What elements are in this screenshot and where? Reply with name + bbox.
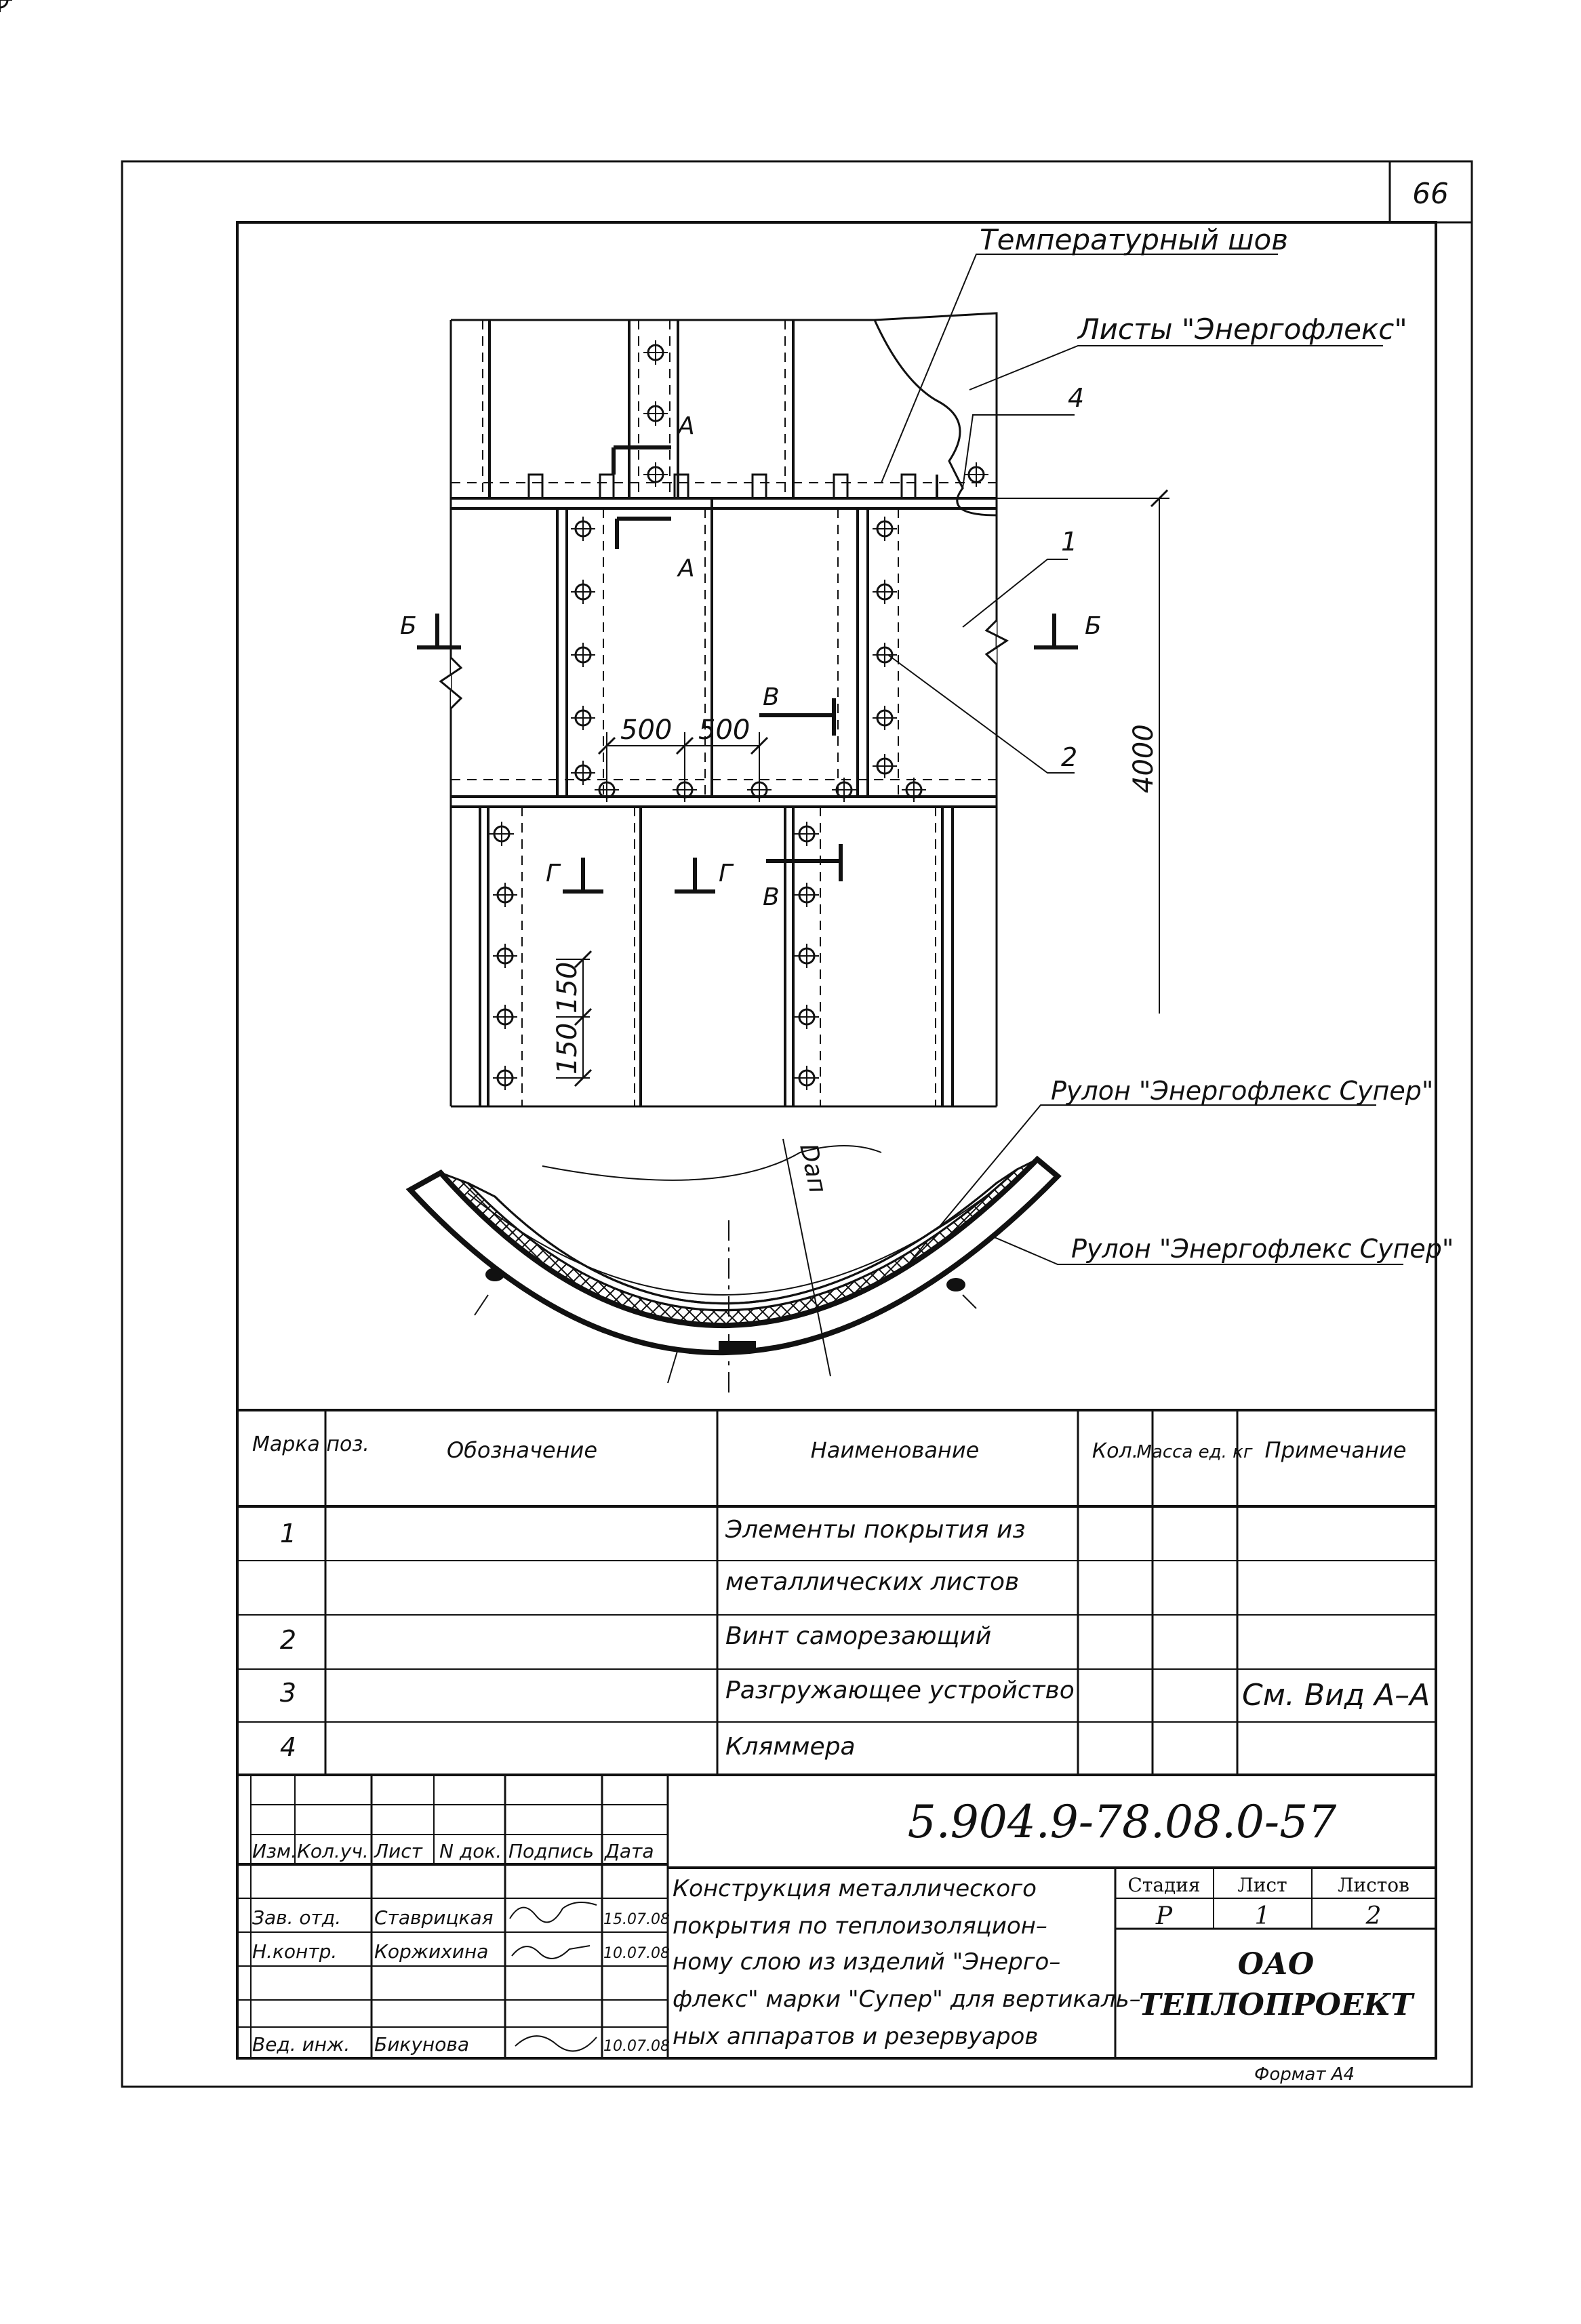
dim-150-upper: 150 (552, 962, 583, 1014)
outer-frame (121, 160, 1473, 2088)
name-bikunova: Бикунова (374, 2033, 469, 2056)
dim-4000: 4000 (1128, 724, 1159, 793)
row-4-name: Кляммера (725, 1733, 856, 1761)
dimensions (556, 489, 1169, 1087)
page-number: 66 (1412, 177, 1448, 210)
header-qty: Кол. (1092, 1439, 1138, 1463)
org-line-1: ОАО (1238, 1947, 1315, 1982)
date-1: 15.07.08 (603, 1911, 670, 1928)
header-mark: Марка поз. (252, 1433, 369, 1456)
col-ndok: N док. (439, 1840, 502, 1862)
title-line-2: покрытия по теплоизоляцион– (673, 1912, 1047, 1940)
dim-500-left: 500 (620, 715, 672, 746)
section-b-right: Б (1085, 612, 1102, 640)
dim-500-right: 500 (698, 715, 750, 746)
inner-frame (236, 221, 1437, 2060)
section-v-bottom: В (763, 883, 780, 911)
date-3: 10.07.08 (603, 2038, 670, 2055)
role-zav-otd: Зав. отд. (252, 1906, 341, 1929)
sheet-value: 1 (1255, 1902, 1270, 1930)
row-3-pos: 3 (280, 1678, 296, 1708)
temperature-joint-label: Температурный шов (980, 223, 1288, 256)
title-line-4: флекс" марки "Супер" для вертикаль– (673, 1986, 1141, 2013)
org-line-2: ТЕПЛОПРОЕКТ (1139, 1988, 1416, 2022)
sheets-header: Листов (1338, 1874, 1409, 1896)
stage-header: Стадия (1127, 1874, 1200, 1896)
col-list: Лист (374, 1840, 423, 1862)
row-4-pos: 4 (280, 1732, 296, 1762)
section-b-left: Б (400, 612, 417, 640)
diameter-label: Dап (794, 1141, 831, 1195)
name-korzhikhina: Коржихина (374, 1940, 488, 1963)
row-3-name: Разгружающее устройство (725, 1677, 1075, 1704)
callout-4: 4 (1068, 383, 1084, 413)
role-ved-inzh: Вед. инж. (252, 2033, 350, 2056)
title-line-5: ных аппаратов и резервуаров (673, 2023, 1038, 2050)
page-number-box (1388, 160, 1473, 224)
row-1-pos: 1 (280, 1519, 296, 1548)
col-izm: Изм. (252, 1840, 297, 1862)
section-a-top: А (677, 412, 695, 440)
roll-label-bottom: Рулон "Энергофлекс Супер" (1071, 1234, 1454, 1264)
header-designation: Обозначение (447, 1437, 597, 1463)
role-n-kontr: Н.контр. (252, 1940, 337, 1963)
name-stavritskaya: Ставрицкая (374, 1906, 493, 1929)
document-code: 5.904.9-78.08.0-57 (908, 1796, 1336, 1848)
row-1b-name: металлических листов (725, 1568, 1019, 1596)
title-block (237, 1775, 1436, 2058)
sheets-label: Листы "Энергофлекс" (1077, 313, 1407, 346)
spec-table (237, 1409, 1436, 1776)
title-line-1: Конструкция металлического (673, 1875, 1037, 1902)
header-note: Примечание (1265, 1437, 1407, 1463)
section-marks (417, 445, 1078, 894)
title-line-3: ному слою из изделий "Энерго– (673, 1948, 1060, 1976)
callout-2: 2 (1061, 742, 1077, 772)
row-3-note: См. Вид А–А (1242, 1678, 1430, 1712)
dim-150-lower: 150 (552, 1023, 583, 1075)
facade-view (439, 312, 1009, 1108)
plan-section (405, 1138, 1062, 1397)
header-mass: Масса ед. кг (1136, 1442, 1252, 1462)
roll-label-top: Рулон "Энергофлекс Супер" (1051, 1076, 1433, 1106)
section-v-top: В (763, 683, 780, 711)
format-label: Формат А4 (1254, 2064, 1355, 2085)
col-date: Дата (603, 1840, 654, 1862)
sheet-header: Лист (1237, 1874, 1287, 1896)
section-g-right: Г (719, 860, 734, 887)
header-name: Наименование (811, 1437, 980, 1463)
date-2: 10.07.08 (603, 1945, 670, 1962)
callout-1: 1 (1061, 527, 1077, 557)
col-signature: Подпись (508, 1840, 594, 1862)
col-koluch: Кол.уч. (297, 1840, 369, 1862)
section-g-left: Г (546, 860, 561, 887)
row-2-pos: 2 (280, 1625, 296, 1655)
signatures (509, 1902, 597, 2052)
screws (0, 0, 990, 1091)
row-1-name: Элементы покрытия из (725, 1516, 1026, 1544)
stage-value: Р (1155, 1902, 1173, 1930)
sheets-value: 2 (1365, 1902, 1382, 1930)
row-2-name: Винт саморезающий (725, 1622, 991, 1650)
section-a-bottom: А (677, 555, 695, 582)
